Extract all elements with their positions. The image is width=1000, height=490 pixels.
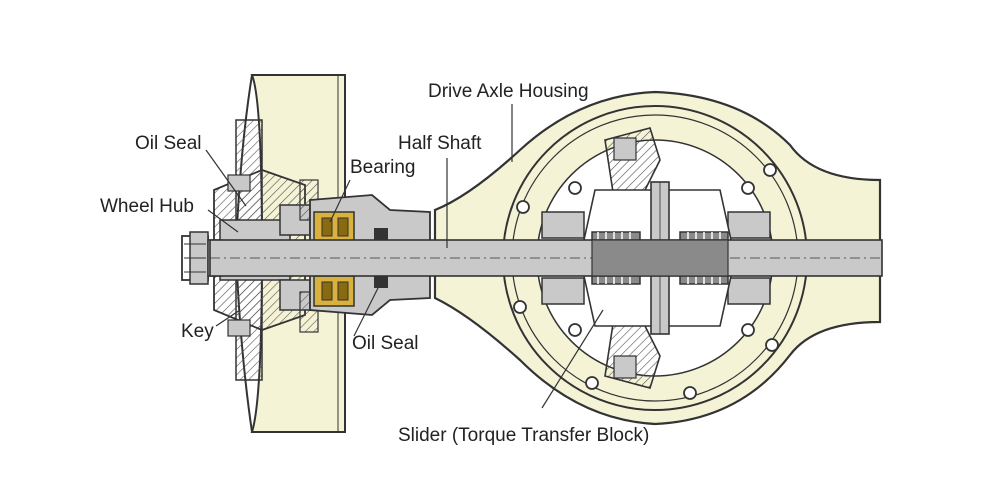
label-oil-seal-top: Oil Seal xyxy=(135,133,202,154)
leader-lines xyxy=(205,104,604,409)
differential-bearings xyxy=(541,211,771,305)
label-wheel-hub: Wheel Hub xyxy=(100,196,194,217)
label-bearing: Bearing xyxy=(350,157,416,178)
bearing-upper xyxy=(313,211,355,243)
label-slider: Slider (Torque Transfer Block) xyxy=(398,425,650,446)
carrier-bolts xyxy=(513,163,779,400)
label-oil-seal-bottom: Oil Seal xyxy=(352,333,419,354)
half-shaft xyxy=(209,239,883,277)
label-drive-axle-housing: Drive Axle Housing xyxy=(428,81,589,102)
label-half-shaft: Half Shaft xyxy=(398,133,482,154)
bearing-lower xyxy=(313,275,355,307)
label-key: Key xyxy=(181,321,214,342)
